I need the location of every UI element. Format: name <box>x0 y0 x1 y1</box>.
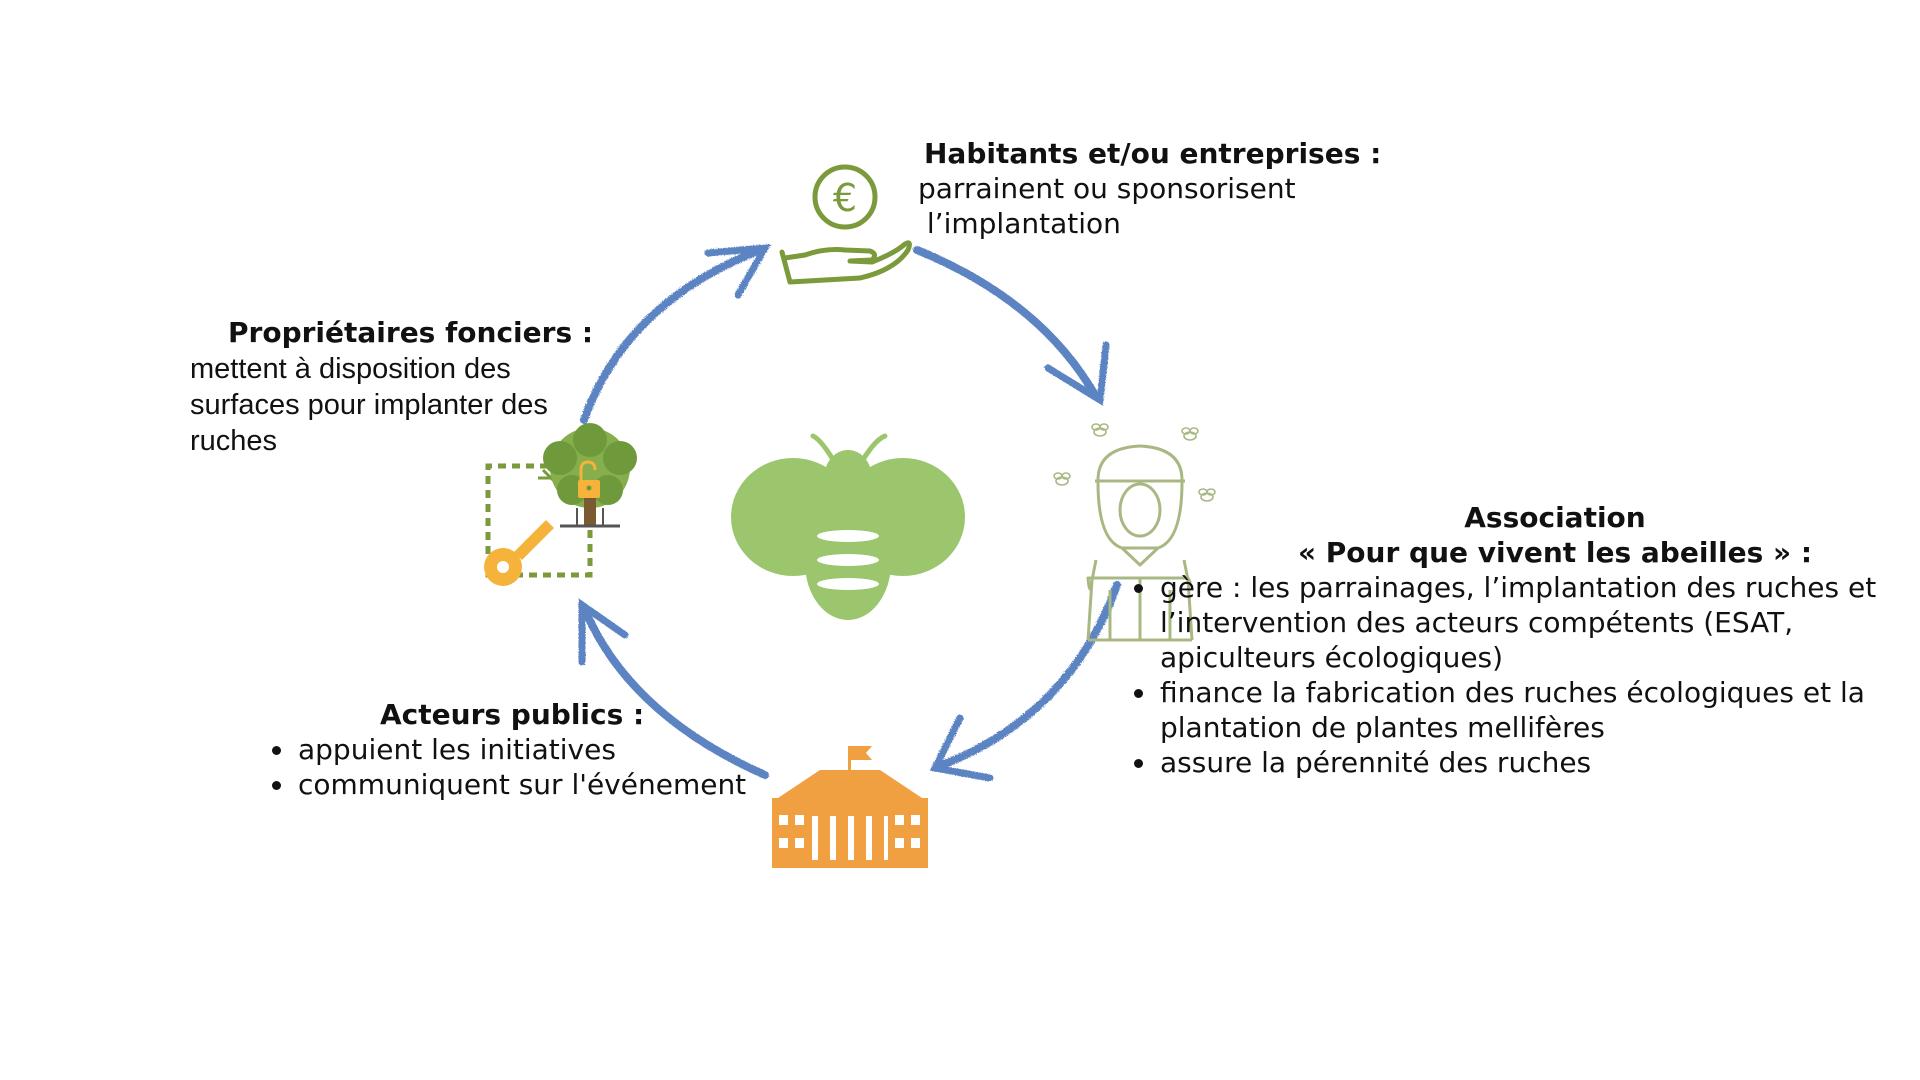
list-item-line: assure la pérennité des ruches <box>1160 746 1592 779</box>
habitants-block: Habitants et/ou entreprises : parrainent… <box>918 136 1381 241</box>
acteurs-block: Acteurs publics : appuient les initiativ… <box>268 697 746 802</box>
association-list: gère : les parrainages, l’implantation d… <box>1130 570 1920 780</box>
beekeeper-icon <box>1053 423 1216 642</box>
key-icon <box>484 520 554 586</box>
habitants-line: l’implantation <box>918 207 1121 240</box>
association-title: Association <box>1464 501 1646 534</box>
cycle-arrows <box>578 243 1121 782</box>
list-item: appuient les initiatives <box>268 732 746 767</box>
small-bee-icon <box>1181 427 1199 441</box>
list-item-line: gère : les parrainages, l’implantation d… <box>1160 571 1877 604</box>
proprietaires-title: Propriétaires fonciers : <box>228 316 594 349</box>
proprietaires-line: mettent à disposition des <box>190 353 511 385</box>
euro-hand-icon: € <box>779 164 912 285</box>
list-item-line: apiculteurs écologiques) <box>1160 641 1504 674</box>
association-block: Association « Pour que vivent les abeill… <box>1130 500 1920 780</box>
proprietaires-line: surfaces pour implanter des <box>190 389 548 421</box>
acteurs-list: appuient les initiatives communiquent su… <box>268 732 746 802</box>
acteurs-title: Acteurs publics : <box>380 698 645 731</box>
list-item: finance la fabrication des ruches écolog… <box>1130 675 1920 745</box>
list-item-line: l’intervention des acteurs compétents (E… <box>1160 606 1794 639</box>
proprietaires-line: ruches <box>190 425 278 457</box>
arrow-habitants-to-association <box>913 246 1110 406</box>
town-hall-icon <box>772 746 928 868</box>
tree-key-icon <box>484 423 637 586</box>
bee-icon <box>731 433 965 620</box>
arrow-proprietaires-to-habitants <box>580 243 772 424</box>
small-bee-icon <box>1091 423 1109 437</box>
small-bee-icon <box>1198 488 1216 502</box>
svg-text:€: € <box>833 176 857 220</box>
small-bee-icon <box>1053 472 1071 486</box>
list-item: assure la pérennité des ruches <box>1130 745 1920 780</box>
list-item-line: finance la fabrication des ruches écolog… <box>1160 676 1865 709</box>
habitants-line: parrainent ou sponsorisent <box>918 172 1296 205</box>
association-subtitle: « Pour que vivent les abeilles » : <box>1297 536 1813 569</box>
padlock-icon <box>578 460 600 498</box>
habitants-title: Habitants et/ou entreprises : <box>924 137 1382 170</box>
list-item: gère : les parrainages, l’implantation d… <box>1130 570 1920 675</box>
tree-icon <box>543 423 637 528</box>
list-item: communiquent sur l'événement <box>268 767 746 802</box>
arrow-association-to-publics <box>929 581 1121 782</box>
arrow-publics-to-proprietaires <box>578 598 769 779</box>
list-item-line: plantation de plantes mellifères <box>1160 711 1605 744</box>
proprietaires-block: Propriétaires fonciers : mettent à dispo… <box>190 315 593 459</box>
